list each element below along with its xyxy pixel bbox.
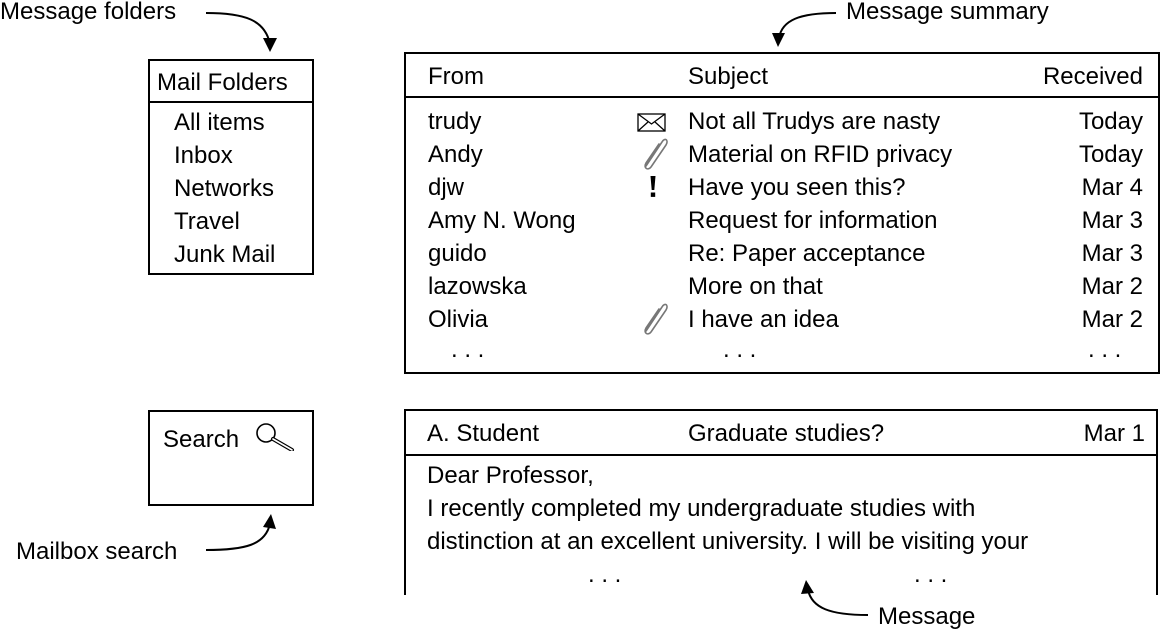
exclamation-icon	[650, 176, 656, 197]
row-subject: Re: Paper acceptance	[688, 240, 926, 267]
folder-item-all-items[interactable]: All items	[174, 109, 265, 136]
row-subject: Request for information	[688, 207, 938, 234]
message-panel-left-border	[404, 409, 406, 595]
row-received: Mar 2	[1081, 306, 1143, 333]
column-header-from[interactable]: From	[428, 63, 484, 90]
folder-item-inbox[interactable]: Inbox	[174, 142, 233, 169]
message-panel-right-border	[1156, 409, 1158, 595]
folder-item-junk-mail[interactable]: Junk Mail	[174, 241, 276, 268]
row-subject: Material on RFID privacy	[688, 141, 953, 168]
row-from: trudy	[428, 108, 482, 135]
column-header-subject[interactable]: Subject	[688, 63, 769, 90]
row-subject: More on that	[688, 273, 823, 300]
row-from: djw	[428, 174, 465, 201]
row-received: Mar 2	[1081, 273, 1143, 300]
message-body-line: Dear Professor,	[427, 462, 594, 489]
mail-folders-title: Mail Folders	[157, 69, 288, 96]
message-header-divider	[404, 454, 1158, 456]
summary-ellipsis-from: . . .	[451, 336, 485, 363]
annotation-mailbox-search: Mailbox search	[16, 538, 178, 565]
magnifier-icon[interactable]	[253, 421, 297, 451]
message-panel-top-border	[404, 409, 1158, 411]
annotation-message-summary: Message summary	[846, 0, 1049, 25]
envelope-icon	[637, 113, 666, 132]
row-received: Today	[1078, 108, 1143, 135]
annotation-message-folders: Message folders	[0, 0, 177, 25]
message-subject: Graduate studies?	[688, 420, 885, 447]
row-received: Mar 3	[1081, 240, 1143, 267]
row-received: Mar 3	[1081, 207, 1143, 234]
summary-header-divider	[406, 96, 1158, 98]
search-panel[interactable]: Search	[148, 410, 314, 506]
message-date: Mar 1	[1083, 420, 1145, 447]
row-from: Olivia	[428, 306, 489, 333]
row-from: lazowska	[428, 273, 527, 300]
row-received: Mar 4	[1081, 174, 1143, 201]
row-from: Andy	[428, 141, 483, 168]
folder-item-networks[interactable]: Networks	[174, 175, 275, 202]
message-ellipsis-right: . . .	[914, 561, 948, 588]
row-subject: Have you seen this?	[688, 174, 906, 201]
annotation-message: Message	[878, 603, 976, 630]
search-label[interactable]: Search	[163, 426, 240, 453]
paperclip-icon	[644, 138, 668, 170]
message-from: A. Student	[427, 420, 540, 447]
row-subject: I have an idea	[688, 306, 839, 333]
row-from: Amy N. Wong	[428, 207, 576, 234]
message-body-line: I recently completed my undergraduate st…	[427, 495, 976, 522]
summary-ellipsis-subject: . . .	[723, 336, 757, 363]
paperclip-icon	[644, 303, 668, 335]
row-received: Today	[1078, 141, 1143, 168]
message-body-line: distinction at an excellent university. …	[427, 528, 1029, 555]
message-ellipsis-left: . . .	[588, 561, 622, 588]
message-summary-panel: From Subject Received trudy Not all Trud…	[404, 52, 1160, 374]
summary-ellipsis-received: . . .	[1088, 336, 1122, 363]
folder-item-travel[interactable]: Travel	[174, 208, 240, 235]
row-subject: Not all Trudys are nasty	[688, 108, 941, 135]
mail-folders-panel: Mail Folders All items Inbox Networks Tr…	[148, 59, 314, 275]
mail-folders-divider	[150, 101, 312, 103]
row-from: guido	[428, 240, 487, 267]
column-header-received[interactable]: Received	[1042, 63, 1143, 90]
